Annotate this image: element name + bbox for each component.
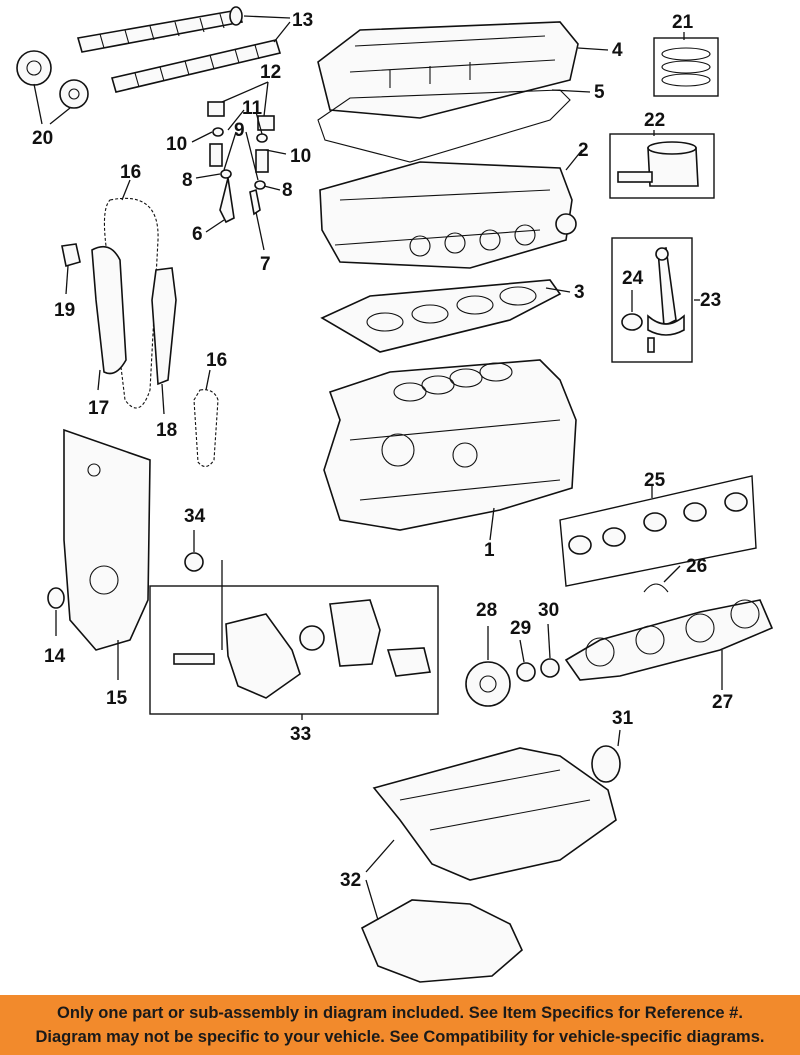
- callout-16-top: 16: [120, 162, 141, 183]
- crank-gear: [516, 662, 536, 682]
- callout-9: 9: [234, 120, 245, 141]
- callout-3: 3: [574, 282, 585, 303]
- callout-19: 19: [54, 300, 75, 321]
- callout-10-right: 10: [290, 146, 311, 167]
- chain-tensioner: [61, 243, 81, 268]
- rear-main-seal: [591, 745, 621, 783]
- thrust-washer: [643, 583, 669, 593]
- piston: [609, 133, 715, 199]
- front-seal: [47, 587, 65, 609]
- callout-6: 6: [192, 224, 203, 245]
- oil-pump-assembly: [149, 585, 439, 715]
- oil-pan: [360, 747, 617, 983]
- callout-25: 25: [644, 470, 666, 491]
- callout-20: 20: [32, 128, 53, 149]
- cylinder-head: [319, 161, 577, 269]
- callout-8-left: 8: [182, 170, 193, 191]
- timing-chain-2: [193, 389, 219, 468]
- callout-29: 29: [510, 618, 531, 639]
- disclaimer-banner: Only one part or sub-assembly in diagram…: [0, 995, 800, 1055]
- crank-pulley: [465, 661, 511, 707]
- callout-12: 12: [260, 62, 281, 83]
- callout-15: 15: [106, 688, 128, 709]
- callout-33: 33: [290, 724, 311, 745]
- callout-16-mid: 16: [206, 350, 227, 371]
- callout-24: 24: [622, 268, 644, 289]
- valve-cover: [317, 21, 579, 119]
- callout-21: 21: [672, 12, 694, 33]
- callout-22: 22: [644, 110, 665, 131]
- disclaimer-line-1: Only one part or sub-assembly in diagram…: [57, 1004, 743, 1022]
- valvetrain-parts: [207, 101, 275, 224]
- callout-7: 7: [260, 254, 271, 275]
- callout-18: 18: [156, 420, 177, 441]
- callout-8-right: 8: [282, 180, 293, 201]
- chain-guide-17: [91, 245, 127, 375]
- crankshaft: [564, 599, 774, 681]
- callout-11: 11: [242, 98, 263, 119]
- callout-27: 27: [712, 692, 733, 713]
- callout-31: 31: [612, 708, 634, 729]
- callout-4: 4: [612, 40, 623, 61]
- callout-labels: 1 2 3 4 5 6 7 8 8 9 10 10 11 12 13 14 15…: [32, 10, 733, 891]
- piston-rings: [653, 37, 719, 97]
- leader-lines: [33, 15, 723, 921]
- crank-seal: [540, 658, 560, 678]
- main-bearings: [559, 475, 757, 587]
- head-gasket: [320, 279, 562, 353]
- callout-2: 2: [578, 140, 589, 161]
- callout-23: 23: [700, 290, 721, 311]
- timing-cover: [63, 428, 151, 651]
- callout-26: 26: [686, 556, 707, 577]
- callout-17: 17: [88, 398, 109, 419]
- cam-sprockets: [16, 50, 89, 109]
- disclaimer-line-2: Diagram may not be specific to your vehi…: [35, 1028, 765, 1046]
- callout-13: 13: [292, 10, 313, 31]
- callout-1: 1: [484, 540, 495, 561]
- valve-cover-gasket: [317, 89, 571, 163]
- callout-34: 34: [184, 506, 206, 527]
- timing-chain: [103, 197, 159, 409]
- engine-parts-diagram: 1 2 3 4 5 6 7 8 8 9 10 10 11 12 13 14 15…: [16, 6, 774, 983]
- callout-10-left: 10: [166, 134, 187, 155]
- callout-14: 14: [44, 646, 66, 667]
- engine-block: [323, 359, 577, 531]
- callout-28: 28: [476, 600, 497, 621]
- callout-5: 5: [594, 82, 605, 103]
- camshafts: [76, 6, 282, 93]
- oil-pump-gear: [184, 552, 204, 572]
- callout-30: 30: [538, 600, 559, 621]
- connecting-rod: [611, 237, 693, 363]
- chain-guide-18: [151, 267, 177, 386]
- callout-32: 32: [340, 870, 361, 891]
